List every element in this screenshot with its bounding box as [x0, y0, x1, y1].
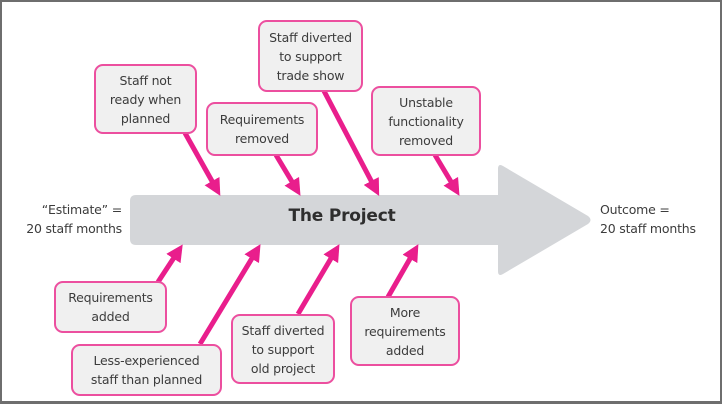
project-title: The Project — [288, 206, 396, 226]
connector-staff-diverted-old-project — [295, 244, 340, 316]
factor-box-staff-diverted-old-project: Staff diverted to support old project — [231, 314, 335, 384]
connector-staff-diverted-trade-show — [321, 89, 380, 197]
outcome-label: Outcome = 20 staff months — [600, 202, 696, 236]
estimate-label: “Estimate” = 20 staff months — [26, 202, 122, 236]
project-arrow — [130, 165, 591, 275]
factor-box-less-experienced-staff: Less-experienced staff than planned — [71, 344, 222, 396]
connector-more-requirements-added — [385, 244, 419, 299]
connector-less-experienced-staff — [197, 244, 261, 346]
factor-box-staff-diverted-trade-show: Staff diverted to support trade show — [258, 20, 363, 92]
factor-box-requirements-removed: Requirements removed — [206, 102, 318, 156]
connector-unstable-functionality — [432, 153, 460, 196]
factor-box-staff-not-ready: Staff not ready when planned — [94, 64, 197, 134]
connector-requirements-removed — [273, 153, 301, 196]
factor-box-requirements-added: Requirements added — [54, 281, 167, 333]
factor-box-unstable-functionality-removed: Unstable functionality removed — [371, 86, 481, 156]
factor-box-more-requirements-added: More requirements added — [350, 296, 460, 366]
connector-requirements-added — [155, 244, 183, 284]
connector-staff-not-ready — [182, 131, 221, 196]
